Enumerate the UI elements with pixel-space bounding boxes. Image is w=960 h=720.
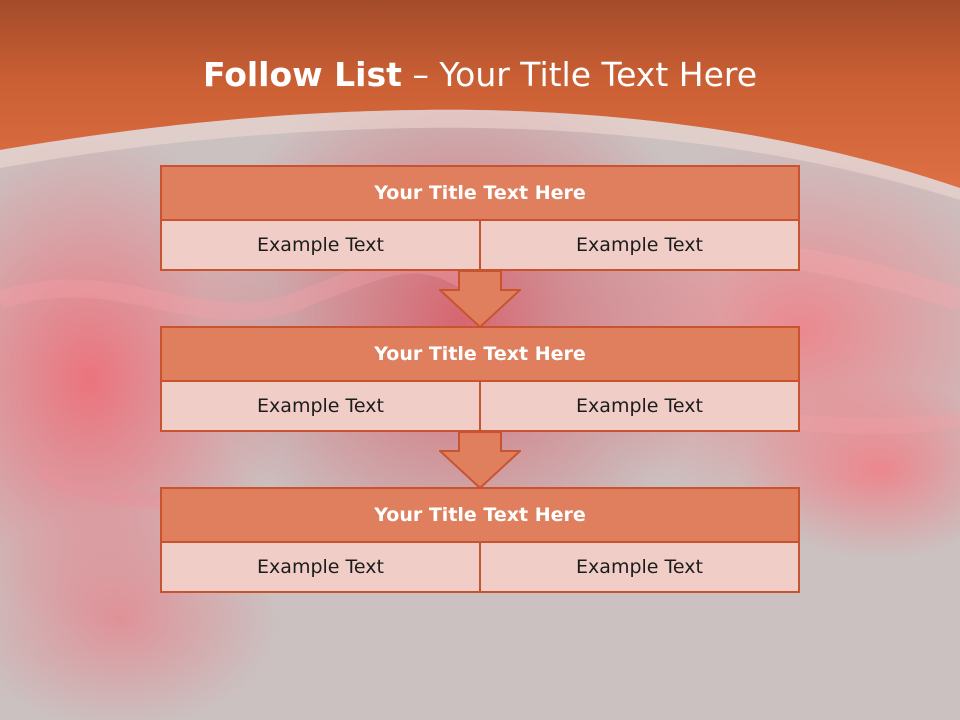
block-row: Example Text Example Text: [160, 382, 800, 432]
slide-title-bold: Follow List: [202, 55, 402, 94]
block-title: Your Title Text Here: [160, 326, 800, 382]
slide-title: Follow List – Your Title Text Here: [0, 52, 960, 98]
block-row: Example Text Example Text: [160, 221, 800, 271]
list-block-1: Your Title Text Here Example Text Exampl…: [160, 165, 800, 271]
slide-title-rest: – Your Title Text Here: [401, 55, 758, 94]
list-block-3: Your Title Text Here Example Text Exampl…: [160, 487, 800, 593]
block-title: Your Title Text Here: [160, 165, 800, 221]
block-cell-left: Example Text: [160, 543, 481, 593]
block-cell-right: Example Text: [481, 382, 800, 432]
block-title: Your Title Text Here: [160, 487, 800, 543]
down-arrow-icon: [439, 270, 521, 328]
down-arrow-icon: [439, 431, 521, 489]
block-row: Example Text Example Text: [160, 543, 800, 593]
block-cell-left: Example Text: [160, 382, 481, 432]
block-cell-right: Example Text: [481, 221, 800, 271]
block-cell-left: Example Text: [160, 221, 481, 271]
block-cell-right: Example Text: [481, 543, 800, 593]
list-block-2: Your Title Text Here Example Text Exampl…: [160, 326, 800, 432]
